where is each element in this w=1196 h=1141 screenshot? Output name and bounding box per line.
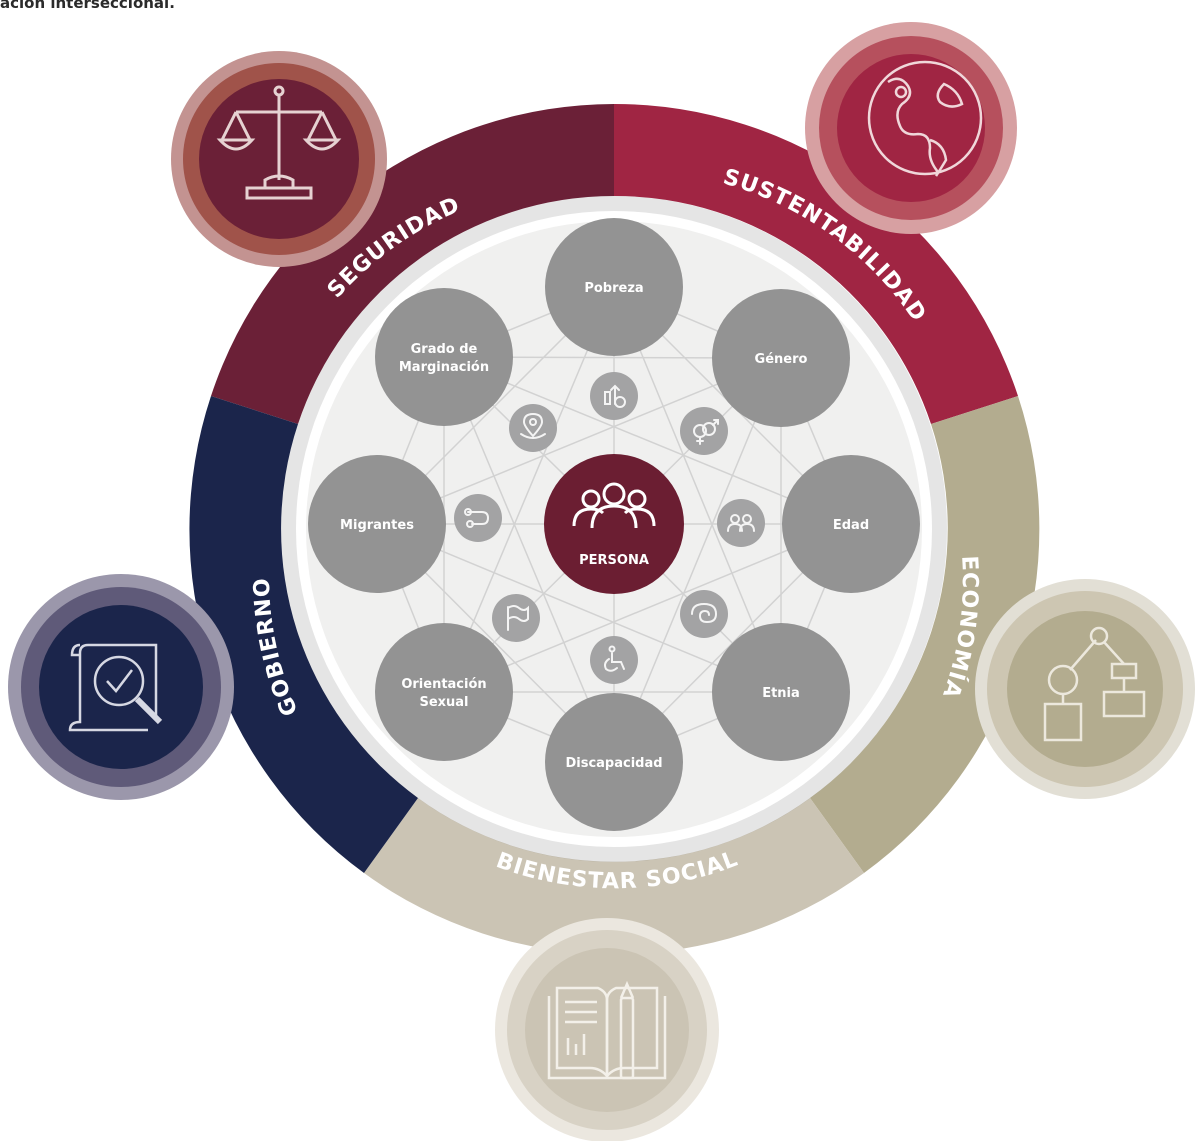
segment-gobierno bbox=[189, 396, 418, 873]
location-pin-icon bbox=[509, 404, 557, 452]
gender-symbols-icon bbox=[680, 407, 728, 455]
domain-ring bbox=[189, 103, 1040, 955]
factor-label-migrantes: Migrantes bbox=[340, 518, 414, 533]
document-search-icon bbox=[68, 643, 163, 732]
factor-marginacion: Grado de Marginación bbox=[375, 288, 513, 426]
group-icon bbox=[717, 499, 765, 547]
factor-label-pobreza: Pobreza bbox=[584, 281, 643, 296]
factor-label-orientacion-2: Sexual bbox=[419, 695, 468, 710]
medallion-bienestar bbox=[495, 918, 719, 1141]
scales-icon bbox=[216, 85, 342, 200]
medallion-economia bbox=[975, 579, 1195, 799]
factor-label-discapacidad: Discapacidad bbox=[565, 756, 662, 771]
globe-icon bbox=[867, 60, 983, 177]
segment-seguridad bbox=[211, 104, 614, 424]
factor-etnia: Etnia bbox=[712, 623, 850, 761]
factor-discapacidad: Discapacidad bbox=[545, 693, 683, 831]
caption: ación interseccional. bbox=[0, 0, 175, 12]
people-group-icon bbox=[572, 482, 656, 529]
factor-label-edad: Edad bbox=[833, 518, 869, 533]
wheelchair-icon bbox=[590, 636, 638, 684]
medallion-gobierno bbox=[8, 574, 234, 800]
factor-label-orientacion-1: Orientación bbox=[401, 677, 486, 692]
center-node: PERSONA bbox=[544, 454, 684, 594]
factor-migrantes: Migrantes bbox=[308, 455, 446, 593]
factor-label-marginacion-2: Marginación bbox=[399, 360, 489, 375]
factor-edad: Edad bbox=[782, 455, 920, 593]
center-label: PERSONA bbox=[579, 553, 649, 568]
segment-economia bbox=[810, 396, 1040, 873]
open-book-icon bbox=[547, 980, 667, 1080]
factor-pobreza: Pobreza bbox=[545, 218, 683, 356]
medallion-sustentabilidad bbox=[805, 22, 1017, 234]
money-growth-icon bbox=[590, 372, 638, 420]
factor-label-etnia: Etnia bbox=[762, 686, 800, 701]
factor-label-genero: Género bbox=[755, 352, 808, 367]
factor-genero: Género bbox=[712, 289, 850, 427]
flag-icon bbox=[492, 594, 540, 642]
route-icon bbox=[454, 494, 502, 542]
spiral-icon bbox=[680, 590, 728, 638]
factor-label-marginacion-1: Grado de bbox=[411, 342, 478, 357]
robot-arm-icon bbox=[1043, 626, 1146, 742]
theme-icons bbox=[454, 372, 765, 684]
medallion-seguridad bbox=[171, 51, 387, 267]
segment-sustentabilidad bbox=[614, 103, 1018, 424]
segment-bienestar bbox=[364, 798, 864, 955]
